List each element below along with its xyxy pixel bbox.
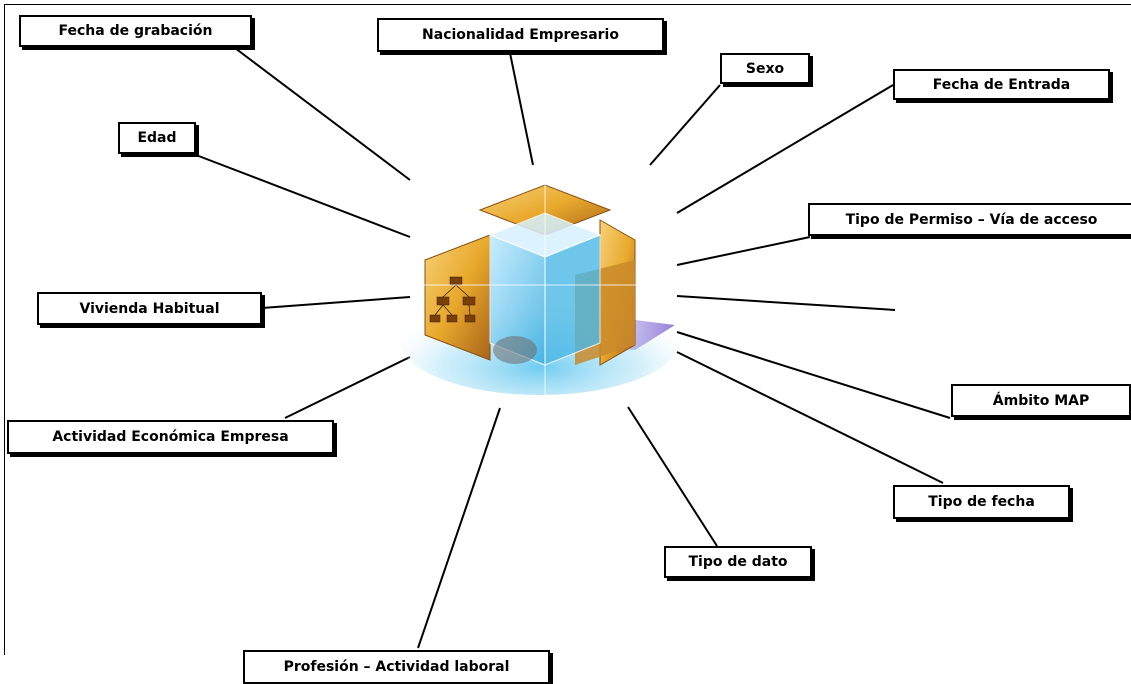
label-tipo-fecha: Tipo de fecha: [893, 485, 1070, 519]
connector-unlabeled: [676, 295, 896, 311]
connector-nacionalidad: [509, 52, 534, 166]
label-ambito-map: Ámbito MAP: [951, 384, 1131, 417]
label-edad: Edad: [118, 122, 196, 154]
label-tipo-dato: Tipo de dato: [664, 546, 812, 578]
connector-ambito: [676, 331, 951, 419]
label-actividad-economica: Actividad Económica Empresa: [7, 420, 334, 454]
label-fecha-entrada: Fecha de Entrada: [893, 69, 1110, 100]
connector-tipo-fecha: [676, 351, 944, 484]
connector-fecha-entrada: [676, 84, 894, 214]
connector-edad: [195, 154, 411, 238]
connector-actividad-economica: [284, 356, 411, 419]
label-profesion-actividad: Profesión – Actividad laboral: [243, 650, 550, 684]
connector-tipo-permiso: [676, 236, 811, 266]
label-fecha-grabacion: Fecha de grabación: [19, 15, 252, 47]
label-tipo-permiso: Tipo de Permiso – Vía de acceso: [808, 203, 1131, 236]
connector-fecha-grabacion: [234, 47, 411, 181]
connector-vivienda: [261, 296, 411, 309]
connector-sexo: [649, 84, 721, 166]
olap-cube-icon: [400, 170, 680, 395]
label-vivienda-habitual: Vivienda Habitual: [37, 292, 262, 325]
label-sexo: Sexo: [720, 53, 810, 84]
label-nacionalidad-empresario: Nacionalidad Empresario: [377, 18, 664, 52]
connector-tipo-dato: [627, 406, 718, 547]
diagram-frame: [4, 4, 1131, 655]
connector-profesion: [417, 407, 501, 649]
connector-lines: [195, 47, 951, 649]
